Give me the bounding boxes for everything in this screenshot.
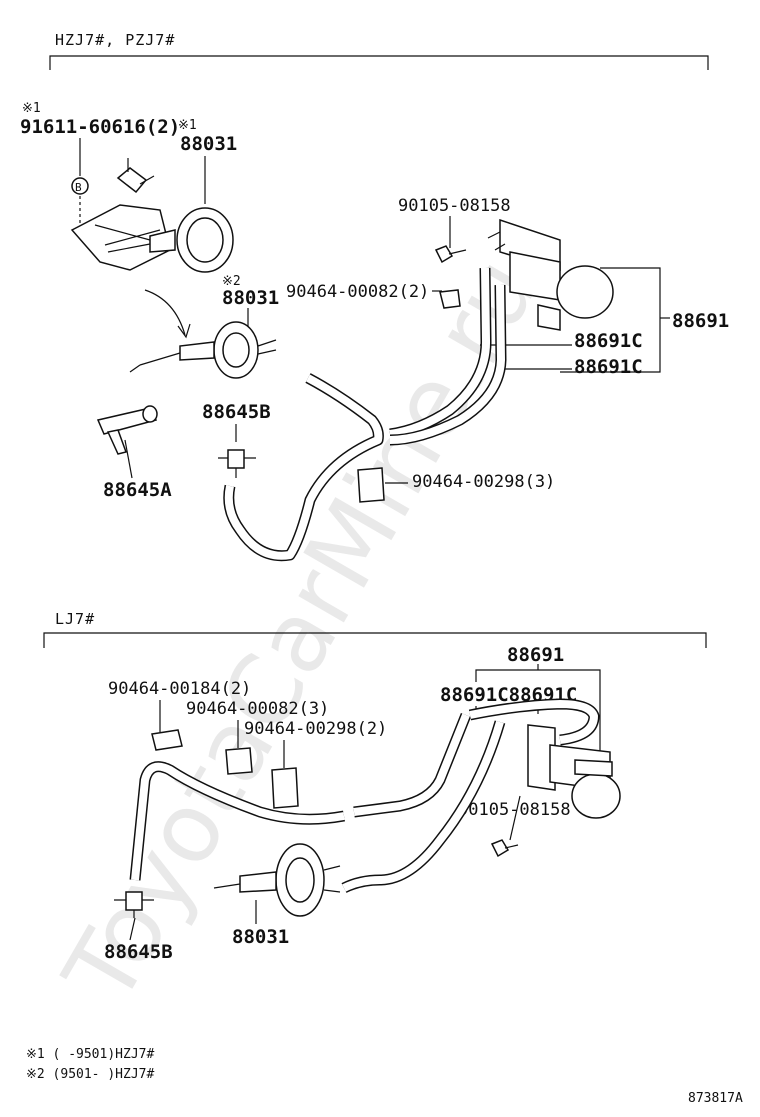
label-88691c-top-2[interactable]: 88691C — [574, 356, 643, 378]
label-88691c-top-1[interactable]: 88691C — [574, 330, 643, 352]
vsv-valve-top-icon — [487, 218, 614, 331]
hose-88691c-bottom — [341, 698, 600, 893]
section-top-bracket — [49, 55, 709, 70]
label-88645b-bottom[interactable]: 88645B — [104, 941, 173, 963]
clip-90464-00082-bottom-icon — [225, 747, 253, 775]
label-90464-00184[interactable]: 90464-00184(2) — [108, 679, 251, 699]
leader-90105-bottom — [509, 795, 521, 841]
label-90105-08158-top[interactable]: 90105-08158 — [398, 196, 511, 216]
label-91611-60616[interactable]: 91611-60616(2) — [20, 116, 180, 138]
arrow-head-icon — [177, 323, 191, 339]
leader-88645a — [124, 439, 133, 479]
washer-b-icon: B — [71, 177, 89, 195]
hose-main-bottom — [129, 761, 345, 881]
label-88691-bottom[interactable]: 88691 — [507, 644, 564, 666]
figure-code: 873817A — [688, 1091, 743, 1106]
section-bottom-title: LJ7# — [55, 610, 95, 628]
hose-main-top — [223, 373, 384, 562]
clip-90464-00082-top-icon — [439, 289, 461, 309]
label-88031-b[interactable]: 88031 — [222, 287, 279, 309]
vacuum-booster-bottom-icon — [213, 843, 341, 917]
label-88645b-top[interactable]: 88645B — [202, 401, 271, 423]
label-90105-08158-bottom[interactable]: 90105-08158 — [458, 800, 571, 820]
hose-88691c-top — [389, 267, 507, 446]
note-mark-2: ※2 — [222, 274, 241, 289]
joint-88645b-top-icon — [218, 449, 256, 478]
label-88645a[interactable]: 88645A — [103, 479, 172, 501]
joint-88645a-icon — [96, 405, 158, 455]
clip-90464-00298-bottom-icon — [271, 767, 299, 809]
footnote-2: ※2 (9501- )HZJ7# — [26, 1067, 154, 1082]
label-88691-top[interactable]: 88691 — [672, 310, 729, 332]
section-bottom: LJ7# 88691 88691C88691C 90464-00184(2) 9… — [43, 610, 707, 963]
label-88031-a[interactable]: 88031 — [180, 133, 237, 155]
label-90464-00298-top[interactable]: 90464-00298(3) — [412, 472, 555, 492]
vacuum-booster-new-icon — [129, 321, 277, 379]
svg-text:B: B — [75, 181, 82, 194]
section-top-title: HZJ7#, PZJ7# — [55, 31, 175, 49]
section-top: HZJ7#, PZJ7# ※1 91611-60616(2) ※1 88031 … — [20, 31, 729, 562]
label-90464-00298-bottom[interactable]: 90464-00298(2) — [244, 719, 387, 739]
label-88031-bottom[interactable]: 88031 — [232, 926, 289, 948]
leader-88645b-bottom — [129, 917, 136, 941]
note-mark-1a: ※1 — [22, 101, 41, 116]
arrow-icon — [144, 289, 186, 336]
label-90464-00082-top[interactable]: 90464-00082(2) — [286, 282, 429, 302]
clip-90464-00298-top-icon — [357, 467, 385, 503]
note-mark-1b: ※1 — [178, 118, 197, 133]
bolt-90105-bottom-icon — [490, 839, 519, 858]
vsv-valve-bottom-icon — [527, 724, 621, 819]
clip-90464-00184-icon — [151, 729, 183, 751]
label-90464-00082-bottom[interactable]: 90464-00082(3) — [186, 699, 329, 719]
bolt-90105-top-icon — [434, 245, 467, 264]
bracket-88691-top — [560, 267, 661, 373]
joint-88645b-bottom-icon — [114, 891, 154, 918]
section-bottom-bracket — [43, 632, 707, 648]
footnote-1: ※1 ( -9501)HZJ7# — [26, 1047, 154, 1062]
vacuum-booster-old-icon — [70, 158, 234, 273]
